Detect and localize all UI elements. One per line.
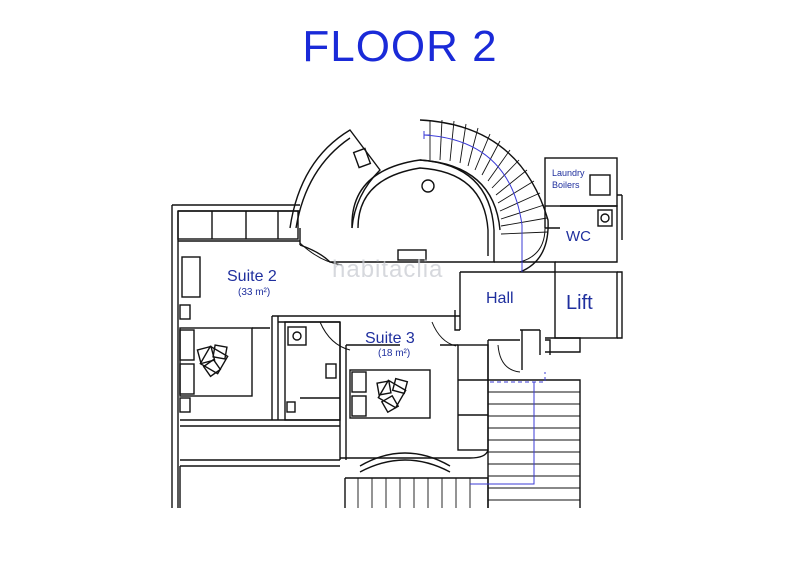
suite3-area: (18 m²) (378, 348, 411, 359)
suite2-label: Suite 2 (227, 268, 277, 285)
outer-wall (171, 204, 300, 508)
suite2-area: (33 m²) (238, 287, 271, 298)
suite3-label: Suite 3 (365, 330, 415, 347)
wc-label: WC (566, 228, 591, 245)
hall-walls (454, 271, 555, 331)
boilers-label: Boilers (552, 180, 580, 190)
bed-suite2 (179, 327, 253, 397)
round-room (299, 159, 495, 263)
spiral-stair-outer (419, 119, 549, 273)
stair-path-spiral (423, 134, 523, 272)
floor-title: FLOOR 2 (302, 22, 498, 71)
sink (287, 326, 307, 346)
watermark: habitaclia (332, 256, 444, 283)
interior-wall (271, 315, 460, 420)
spiral-stair-inner (419, 159, 501, 231)
bay-window (359, 452, 451, 473)
vanity (397, 249, 427, 261)
bed-suite3 (349, 369, 431, 419)
stair-path-down (470, 382, 535, 485)
hall-label: Hall (486, 290, 514, 307)
outer-wall-bottom (179, 459, 340, 508)
toilet (325, 363, 337, 379)
wardrobe (177, 210, 299, 240)
round-bathroom (289, 129, 381, 229)
wc-room (555, 205, 618, 263)
lift-label: Lift (566, 292, 593, 314)
wardrobe-suite3 (457, 344, 489, 451)
desk (181, 256, 201, 298)
suite3-wall (339, 322, 458, 460)
boiler (589, 174, 611, 196)
laundry-label: Laundry (552, 168, 585, 178)
toilet-round (352, 147, 372, 169)
lift-shaft (554, 271, 618, 339)
